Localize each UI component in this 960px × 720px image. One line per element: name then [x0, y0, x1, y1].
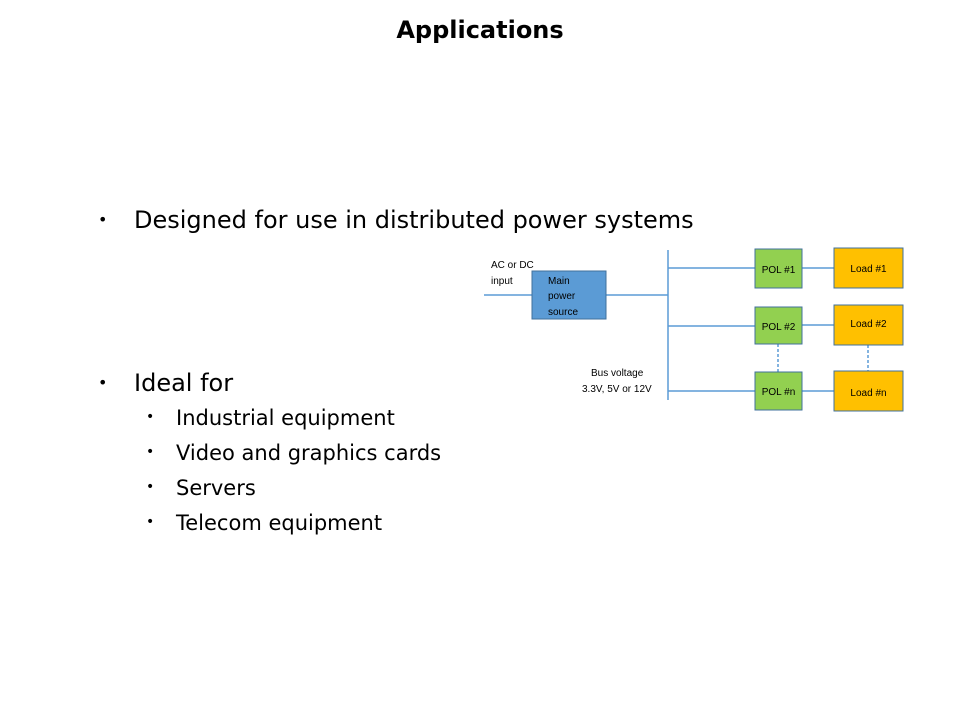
diagram-connectors [484, 250, 869, 400]
pol1-box [754, 248, 803, 289]
bullet-dot-icon: • [98, 210, 108, 229]
main-power-source-box [531, 270, 607, 320]
poln-label: POL #n [762, 387, 796, 398]
sub-bullet-text: Telecom equipment [176, 511, 383, 535]
main-source-line3: source [548, 307, 578, 318]
input-label-line2: input [491, 276, 513, 287]
bullet-dot-icon: • [98, 373, 108, 392]
bullet-dot-icon: • [146, 514, 155, 530]
load1-box [833, 247, 904, 289]
main-source-line1: Main [548, 276, 570, 287]
sub-bullet-text: Servers [176, 476, 256, 500]
pol2-box [754, 306, 803, 345]
bullet-dot-icon: • [146, 479, 155, 495]
bus-label-line1: Bus voltage [591, 368, 644, 379]
load1-label: Load #1 [850, 264, 887, 275]
bullet-dot-icon: • [146, 409, 155, 425]
slide-title: Applications [396, 16, 564, 44]
pol2-label: POL #2 [762, 322, 796, 333]
bullet-text: Designed for use in distributed power sy… [134, 206, 694, 234]
sub-bullet-text: Industrial equipment [176, 406, 395, 430]
pol1-label: POL #1 [762, 265, 796, 276]
bullet-dot-icon: • [146, 444, 155, 460]
load2-label: Load #2 [850, 319, 887, 330]
loadn-box [833, 370, 904, 412]
input-label-line1: AC or DC [491, 260, 534, 271]
bus-label-line2: 3.3V, 5V or 12V [582, 384, 652, 395]
poln-box [754, 371, 803, 411]
sub-bullet-text: Video and graphics cards [176, 441, 442, 465]
loadn-label: Load #n [850, 388, 886, 399]
load2-box [833, 304, 904, 346]
bullet-text: Ideal for [134, 369, 234, 397]
main-source-line2: power [548, 291, 576, 302]
